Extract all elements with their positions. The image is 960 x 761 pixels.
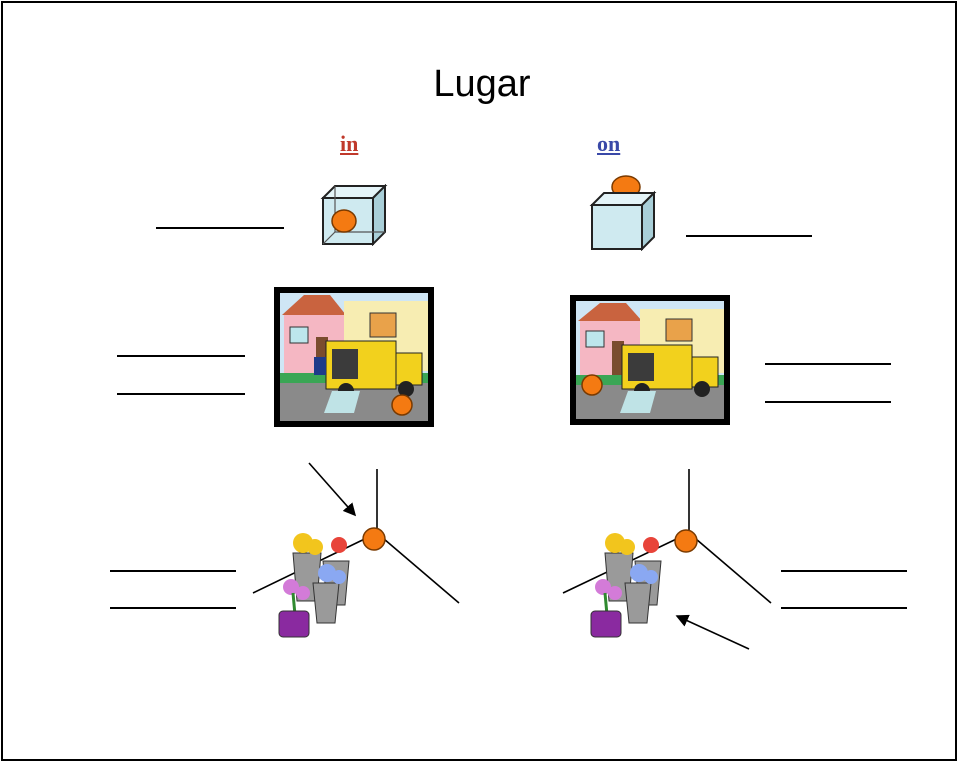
box-in-icon [319,184,389,246]
answer-blank[interactable] [781,570,907,572]
answer-blank[interactable] [117,355,245,357]
orange-ball [581,374,603,396]
answer-blank[interactable] [765,363,891,365]
orange-ball [391,394,413,416]
flowers-scene [275,531,355,639]
corner-lines [3,3,960,723]
orange-ball [331,209,357,233]
truck-scene [570,295,730,425]
flowers-scene [587,531,667,639]
answer-blank[interactable] [781,607,907,609]
page-title: Lugar [433,63,531,105]
box-on-icon [588,175,658,251]
answer-blank[interactable] [765,401,891,403]
answer-blank[interactable] [110,570,236,572]
answer-blank[interactable] [156,227,284,229]
answer-blank[interactable] [686,235,812,237]
preposition-on: on [597,131,621,156]
orange-ball [362,527,386,551]
answer-blank[interactable] [110,607,236,609]
preposition-in: in [340,131,359,156]
answer-blank[interactable] [117,393,245,395]
orange-ball [674,529,698,553]
truck-scene [274,287,434,427]
